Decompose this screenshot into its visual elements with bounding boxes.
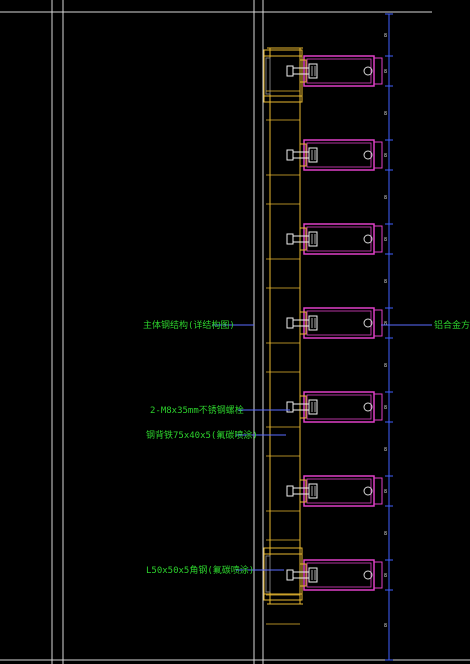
dimension-value: 8 — [384, 489, 387, 495]
module-3 — [266, 223, 383, 289]
dimension-value: 8 — [384, 33, 387, 39]
dimension-value: 8 — [384, 153, 387, 159]
bolt-icon — [286, 63, 318, 79]
module-7 — [266, 559, 383, 625]
bolt-icon — [286, 231, 318, 247]
aluminum-tube-profile — [303, 223, 375, 255]
dimension-value: 8 — [384, 363, 387, 369]
angle-steel-bottom — [263, 547, 303, 601]
angle-steel-top — [263, 49, 303, 103]
module-4 — [266, 307, 383, 373]
label-angle-steel: L50x50x5角钢(氟碳喷涂) — [146, 564, 254, 576]
bolt-icon — [286, 567, 318, 583]
module-6 — [266, 475, 383, 541]
circle-hole-icon — [363, 486, 373, 496]
dimension-value: 8 — [384, 321, 387, 327]
circle-hole-icon — [363, 66, 373, 76]
circle-hole-icon — [363, 318, 373, 328]
dimension-value: 8 — [384, 447, 387, 453]
bolt-icon — [286, 399, 318, 415]
circle-hole-icon — [363, 234, 373, 244]
dimension-value: 8 — [384, 279, 387, 285]
dimension-value: 8 — [384, 573, 387, 579]
aluminum-tube-profile — [303, 307, 375, 339]
aluminum-tube-profile — [303, 559, 375, 591]
dimension-value: 8 — [384, 195, 387, 201]
label-steel-tube: 钢背铁75x40x5(氟碳喷涂) — [146, 429, 258, 441]
module-5 — [266, 391, 383, 457]
aluminum-tube-profile — [303, 139, 375, 171]
dimension-value: 8 — [384, 237, 387, 243]
dimension-value: 8 — [384, 69, 387, 75]
circle-hole-icon — [363, 570, 373, 580]
dimension-value: 8 — [384, 623, 387, 629]
dimension-value: 8 — [384, 405, 387, 411]
circle-hole-icon — [363, 150, 373, 160]
bolt-icon — [286, 147, 318, 163]
label-bolt-spec: 2-M8x35mm不锈钢螺栓 — [150, 404, 244, 416]
aluminum-tube-profile — [303, 55, 375, 87]
label-aluminum-tube: 铝合金方管 — [434, 319, 470, 331]
circle-hole-icon — [363, 402, 373, 412]
aluminum-modules — [266, 55, 383, 625]
aluminum-tube-profile — [303, 391, 375, 423]
label-main-structure: 主体钢结构(详结构图) — [143, 319, 235, 331]
annotation-labels: 主体钢结构(详结构图) 铝合金方管 2-M8x35mm不锈钢螺栓 钢背铁75x4… — [143, 319, 470, 576]
aluminum-tube-profile — [303, 475, 375, 507]
bolt-icon — [286, 483, 318, 499]
bolt-icon — [286, 315, 318, 331]
module-1 — [266, 55, 383, 121]
dimension-value: 8 — [384, 111, 387, 117]
leader-lines — [212, 324, 432, 571]
module-2 — [266, 139, 383, 205]
dimension-value: 8 — [384, 531, 387, 537]
dimension-ticks: 8 8 8 8 8 8 8 8 8 8 8 8 8 8 8 — [384, 13, 393, 661]
